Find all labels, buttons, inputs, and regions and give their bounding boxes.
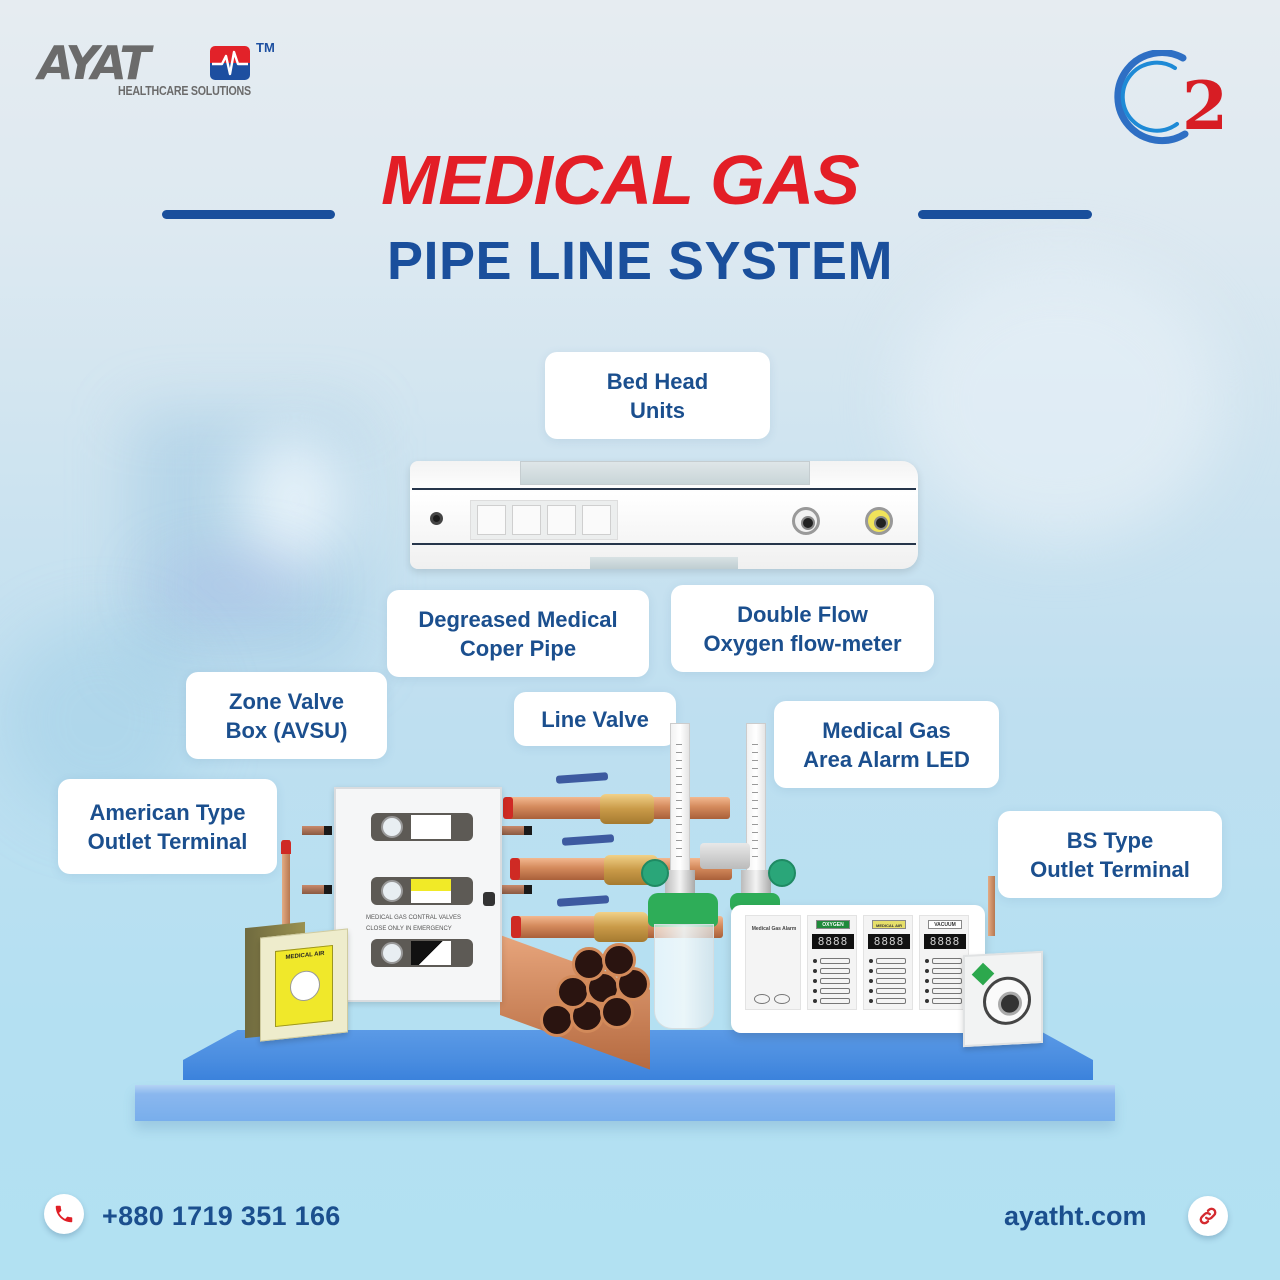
flow-knob-icon	[768, 859, 796, 887]
pipe-cap	[503, 797, 513, 819]
american-outlet-image: MEDICAL AIR	[260, 928, 348, 1042]
valve-handle	[561, 834, 615, 846]
ayat-logo: AYAT TM HEALTHCARE SOLUTIONS	[38, 36, 275, 104]
label-line: Medical Gas	[822, 717, 951, 743]
label-zone-valve-box: Zone Valve Box (AVSU)	[186, 672, 387, 759]
label-line: Area Alarm LED	[803, 746, 970, 772]
line-valve-image	[594, 912, 648, 942]
valve-handle	[556, 895, 610, 907]
label-line-valve: Line Valve	[514, 692, 676, 746]
label-area-alarm: Medical Gas Area Alarm LED	[774, 701, 999, 788]
label-line: Bed Head	[606, 368, 709, 394]
page-subtitle: PIPE LINE SYSTEM	[386, 231, 894, 291]
jack-icon	[430, 512, 443, 525]
phone-button[interactable]	[44, 1194, 84, 1234]
o2-swirl-icon	[1114, 50, 1189, 145]
label-line: Degreased Medical	[418, 606, 618, 632]
gauge-icon	[381, 816, 403, 838]
alarm-channel-vacuum: VACUUM 8888	[919, 915, 969, 1010]
title-rule-left	[162, 210, 335, 219]
logo-wordmark: AYAT	[38, 36, 151, 90]
pipe-stub	[988, 876, 995, 936]
power-sockets	[470, 500, 618, 540]
zvb-caption: MEDICAL GAS CONTRAL VALVES CLOSE ONLY IN…	[366, 915, 462, 932]
platform-base	[135, 1085, 1115, 1121]
label-line: Outlet Terminal	[1030, 856, 1190, 882]
label-line: Coper Pipe	[459, 635, 577, 661]
label-bed-head-units: Bed Head Units	[545, 352, 770, 439]
o2-subscript: 2	[1182, 67, 1228, 145]
bed-head-unit-image	[410, 461, 918, 569]
humidifier-cap	[648, 893, 718, 927]
website-link[interactable]: ayatht.com	[1004, 1201, 1147, 1231]
logo-tagline: HEALTHCARE SOLUTIONS	[118, 83, 251, 98]
pipe-stub	[302, 826, 332, 835]
alarm-channel-medical-air: MEDICAL AIR 8888	[863, 915, 913, 1010]
line-valve-image	[600, 794, 654, 824]
label-line: Line Valve	[541, 706, 649, 732]
copper-tube-bundle-image	[500, 935, 660, 1070]
page-title: MEDICAL GAS	[381, 141, 860, 219]
flowmeter-tube	[670, 723, 690, 873]
phone-number-link[interactable]: +880 1719 351 166	[102, 1201, 341, 1231]
humidifier-bottle-image	[654, 924, 714, 1029]
bs-outlet-image	[963, 950, 1043, 1048]
label-line: Box (AVSU)	[225, 717, 348, 743]
phone-icon	[55, 1205, 73, 1223]
label-line: Oxygen flow-meter	[703, 630, 902, 656]
lock-icon	[483, 892, 495, 906]
label-copper-pipe: Degreased Medical Coper Pipe	[387, 590, 649, 677]
outlet-port-icon	[983, 975, 1031, 1027]
label-line: Outlet Terminal	[87, 828, 248, 854]
oxygen-outlet-icon	[792, 507, 820, 535]
o2-logo: 2	[1105, 50, 1245, 160]
gauge-icon	[381, 942, 403, 964]
pipe-stub	[282, 840, 290, 930]
link-icon	[1199, 1207, 1217, 1225]
outlet-port-icon	[290, 969, 320, 1003]
air-outlet-icon	[865, 507, 893, 535]
label-line: Units	[630, 397, 685, 423]
flow-knob-icon	[641, 859, 669, 887]
alarm-channel-oxygen: OXYGEN 8888	[807, 915, 857, 1010]
valve-handle	[555, 772, 609, 784]
area-alarm-panel-image: Medical Gas Alarm OXYGEN 8888 MEDICAL AI…	[731, 905, 985, 1033]
zone-valve-box-image: MEDICAL GAS CONTRAL VALVES CLOSE ONLY IN…	[334, 787, 502, 1002]
label-line: Double Flow	[737, 601, 868, 627]
label-line: Zone Valve	[229, 688, 344, 714]
gauge-icon	[381, 880, 403, 902]
website-button[interactable]	[1188, 1196, 1228, 1236]
label-line: BS Type	[1066, 827, 1154, 853]
alarm-title: Medical Gas Alarm	[751, 926, 797, 932]
title-rule-right	[918, 210, 1092, 219]
label-bs-outlet: BS Type Outlet Terminal	[998, 811, 1222, 898]
label-american-outlet: American Type Outlet Terminal	[58, 779, 277, 874]
flowmeter-tube	[746, 723, 766, 873]
pipe-cap	[511, 916, 521, 938]
pipe-stub	[502, 885, 532, 894]
outlet-face-label: MEDICAL AIR	[285, 950, 325, 961]
flowmeter-manifold	[700, 843, 750, 869]
label-flow-meter: Double Flow Oxygen flow-meter	[671, 585, 934, 672]
pipe-stub	[302, 885, 332, 894]
label-line: American Type	[89, 799, 246, 825]
pipe-cap	[510, 858, 520, 880]
heartbeat-icon	[210, 46, 250, 80]
trademark: TM	[256, 40, 275, 55]
pipe-cap	[281, 840, 291, 854]
pipe-stub	[502, 826, 532, 835]
